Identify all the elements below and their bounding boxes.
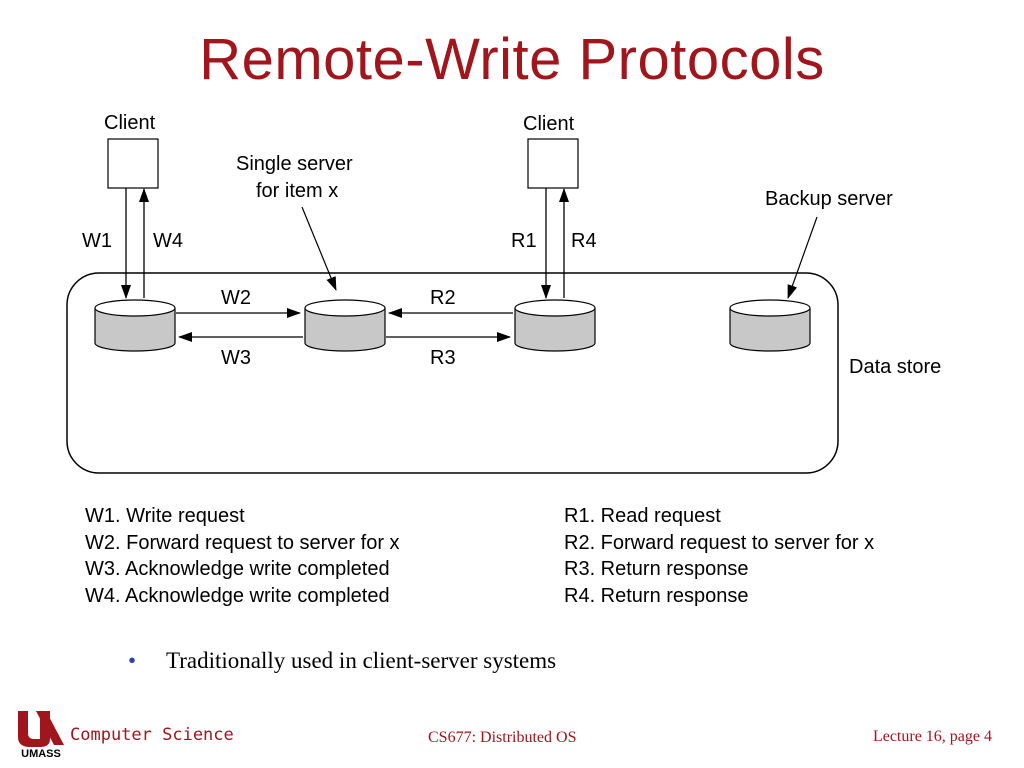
server-left-cylinder — [94, 299, 176, 352]
arrow-w3-label: W3 — [221, 347, 251, 369]
bullet-point: • Traditionally used in client-server sys… — [128, 648, 556, 674]
footer-department: Computer Science — [70, 725, 234, 745]
single-server-label-line1: Single server — [236, 153, 353, 175]
client-right-label: Client — [523, 113, 575, 135]
arrow-r4-label: R4 — [571, 230, 597, 252]
umass-logo: UMASS — [14, 709, 68, 764]
backup-server-label: Backup server — [765, 188, 893, 210]
single-server-label-line2: for item x — [256, 180, 338, 202]
client-right-box — [527, 138, 579, 189]
arrow-r1-label: R1 — [511, 230, 537, 252]
server-primary-cylinder — [304, 299, 386, 352]
arrow-r2-label: R2 — [430, 287, 456, 309]
legend-item: W1. Write request — [85, 505, 245, 527]
backup-server-cylinder — [729, 299, 811, 352]
arrow-w4-label: W4 — [153, 230, 183, 252]
footer-page-number: Lecture 16, page 4 — [872, 728, 992, 745]
logo-text: UMASS — [21, 748, 61, 759]
bullet-dot-icon: • — [128, 648, 137, 673]
legend-item: W4. Acknowledge write completed — [85, 584, 390, 607]
legend-write: W1. Write request W2. Forward request to… — [85, 503, 400, 609]
legend-item: R1. Read request — [564, 505, 721, 527]
legend-item: W3. Acknowledge write completed — [85, 558, 390, 580]
legend-item: R4. Return response — [564, 584, 749, 607]
pointer-single-server — [301, 206, 337, 291]
legend-read: R1. Read request R2. Forward request to … — [564, 503, 874, 609]
data-store-label: Data store — [849, 356, 941, 378]
data-store-box — [66, 272, 839, 474]
legend-item: R3. Return response — [564, 558, 749, 580]
footer-course: CS677: Distributed OS — [428, 729, 577, 746]
client-left-box — [107, 138, 159, 189]
arrow-w1-label: W1 — [82, 230, 112, 252]
pointer-backup-server — [787, 216, 818, 299]
legend-item: R2. Forward request to server for x — [564, 531, 875, 554]
bullet-text: Traditionally used in client-server syst… — [166, 648, 557, 673]
server-right-cylinder — [514, 299, 596, 352]
legend-item: W2. Forward request to server for x — [85, 531, 400, 554]
slide-title: Remote-Write Protocols — [199, 27, 825, 92]
client-left-label: Client — [104, 112, 156, 134]
arrow-w2-label: W2 — [221, 287, 251, 309]
arrow-r3-label: R3 — [430, 347, 456, 369]
